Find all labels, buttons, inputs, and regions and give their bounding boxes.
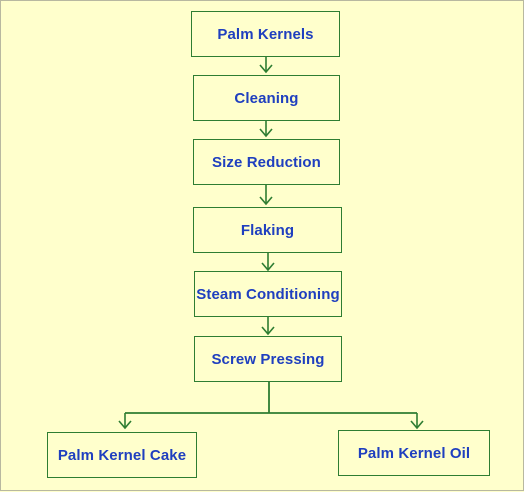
arrow-flaking-to-steam-conditioning xyxy=(261,253,275,272)
branch-connector xyxy=(125,382,417,414)
node-label: Steam Conditioning xyxy=(196,285,340,303)
arrow-screw-pressing-to-palm-kernel-cake xyxy=(118,413,132,430)
node-label: Cleaning xyxy=(234,89,299,107)
node-palm-kernel-cake: Palm Kernel Cake xyxy=(47,432,197,478)
node-palm-kernels: Palm Kernels xyxy=(191,11,340,57)
node-flaking: Flaking xyxy=(193,207,342,253)
node-cleaning: Cleaning xyxy=(193,75,340,121)
arrow-size-reduction-to-flaking xyxy=(259,185,273,206)
node-steam-conditioning: Steam Conditioning xyxy=(194,271,342,317)
node-label: Flaking xyxy=(240,221,295,239)
node-label: Size Reduction xyxy=(212,153,321,171)
node-label: Palm Kernel Oil xyxy=(357,444,471,462)
arrow-screw-pressing-to-palm-kernel-oil xyxy=(410,413,424,430)
arrow-cleaning-to-size-reduction xyxy=(259,121,273,138)
node-screw-pressing: Screw Pressing xyxy=(194,336,342,382)
node-label: Palm Kernels xyxy=(217,25,314,43)
node-palm-kernel-oil: Palm Kernel Oil xyxy=(338,430,490,476)
node-label: Palm Kernel Cake xyxy=(57,446,187,464)
node-label: Screw Pressing xyxy=(211,350,325,368)
node-size-reduction: Size Reduction xyxy=(193,139,340,185)
arrow-palm-kernels-to-cleaning xyxy=(259,57,273,74)
arrow-steam-conditioning-to-screw-pressing xyxy=(261,317,275,336)
